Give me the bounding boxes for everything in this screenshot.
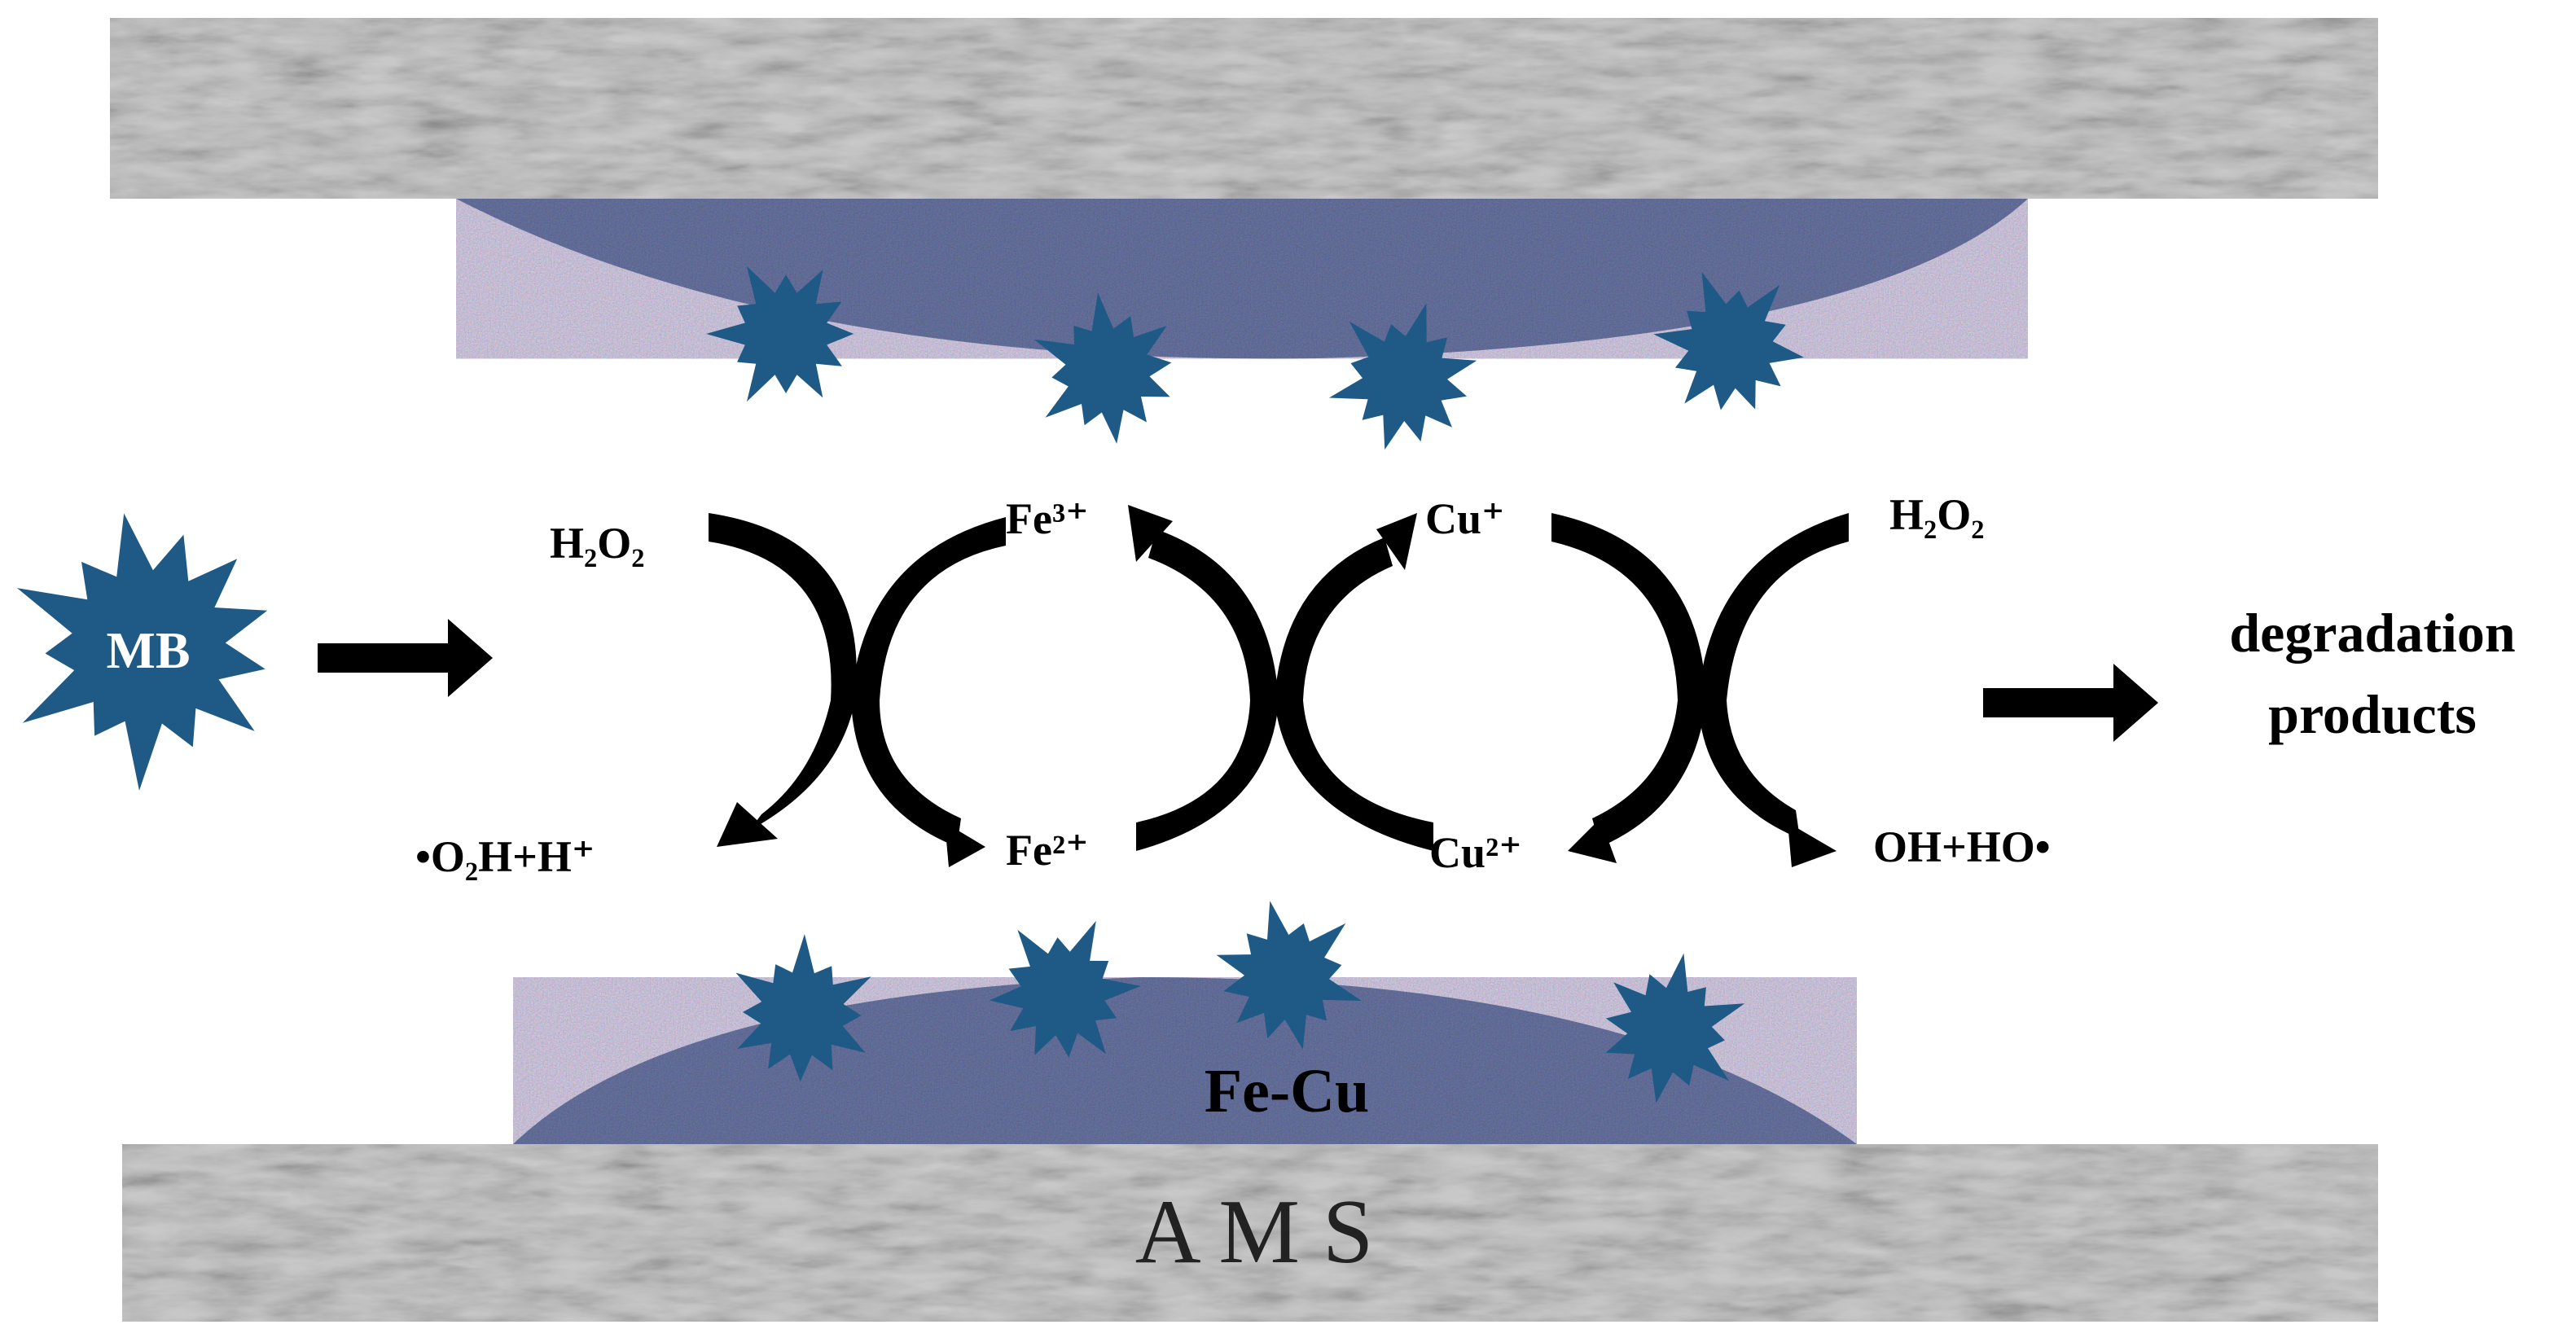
mb-molecule-star-icon	[1216, 901, 1362, 1050]
mb-label: MB	[106, 621, 190, 679]
fe2-label: Fe²⁺	[1006, 826, 1089, 875]
cu1-label: Cu⁺	[1425, 494, 1505, 543]
arrow-cu2-to-cu1	[1275, 537, 1433, 851]
arrow-h2o2-to-oh	[1698, 513, 1849, 839]
products-label: products	[2268, 683, 2477, 745]
fe-cu-label: Fe-Cu	[1205, 1057, 1370, 1125]
arrow-fe2-to-fe3	[1136, 529, 1279, 851]
o2h-label: •O₂H+H⁺	[415, 832, 595, 881]
mb-molecule-star-icon	[706, 265, 854, 402]
oh-label: OH+HO•	[1873, 822, 2051, 871]
mb-molecules	[706, 265, 1804, 1103]
mb-molecule-star-icon	[1329, 303, 1477, 450]
mb-star-icon	[17, 513, 268, 791]
fe3-label: Fe³⁺	[1006, 494, 1089, 543]
bottom-ams-slab	[122, 1144, 2378, 1322]
mb-molecule-star-icon	[989, 920, 1141, 1058]
cycle-arrows	[709, 505, 1849, 867]
output-arrow	[1983, 664, 2158, 742]
mb-molecule-star-icon	[1605, 953, 1745, 1103]
cu2-label: Cu²⁺	[1429, 828, 1522, 877]
arrow-cu1-to-cu2	[1551, 513, 1706, 847]
top-fe-cu-coating	[456, 199, 2028, 359]
ams-label: A M S	[1135, 1182, 1374, 1283]
top-ams-slab	[110, 18, 2378, 199]
arrow-h2o2-to-o2h	[709, 513, 857, 831]
mb-molecule-star-icon	[1653, 271, 1804, 410]
input-arrow	[318, 619, 493, 697]
degradation-label: degradation	[2229, 602, 2515, 664]
mb-molecule-star-icon	[735, 934, 871, 1082]
h2o2-right-label: H₂O₂	[1889, 490, 1984, 539]
arrow-fe3-to-fe2	[851, 517, 1006, 847]
h2o2-left-label: H₂O₂	[550, 519, 644, 568]
mb-molecule-star-icon	[1033, 292, 1172, 444]
